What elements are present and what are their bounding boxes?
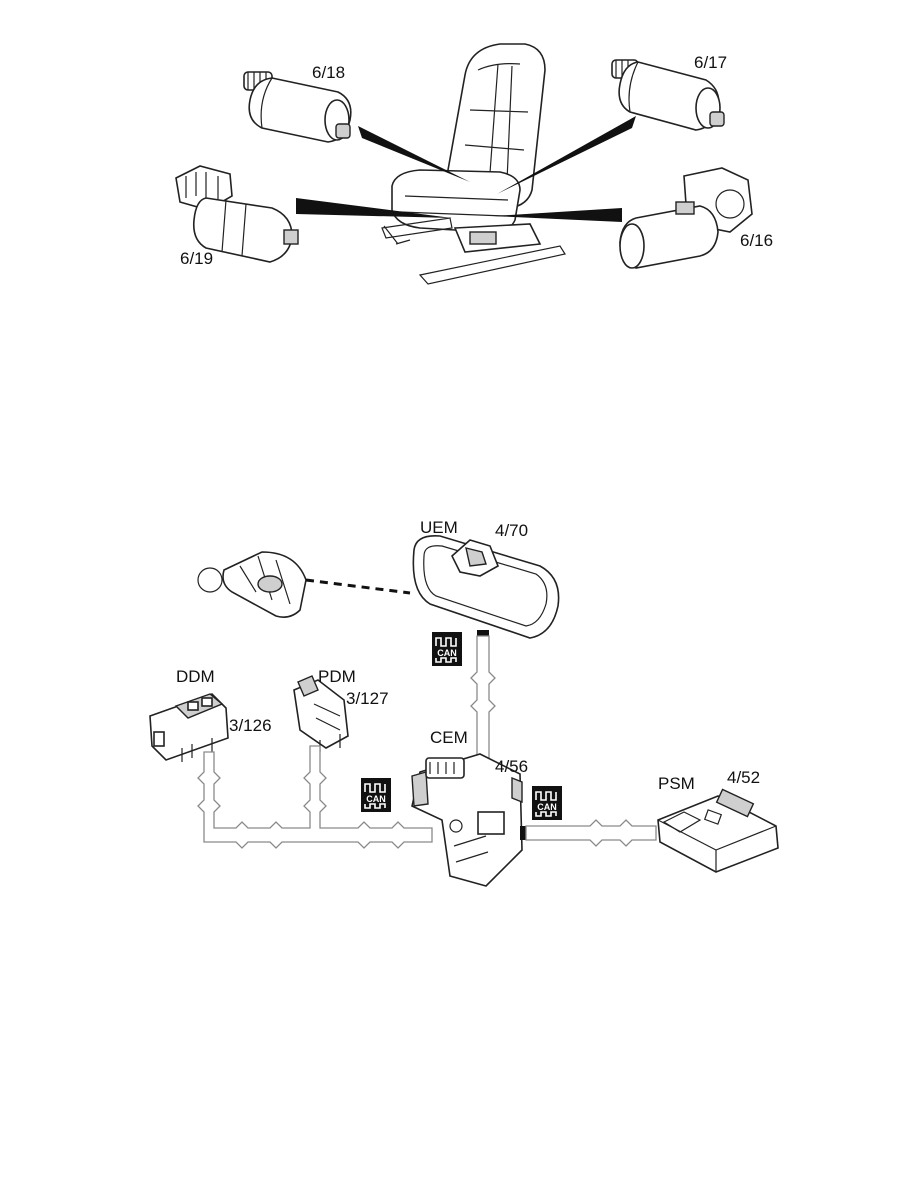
cem-module-image xyxy=(411,753,523,887)
motor-6-17-image xyxy=(611,59,725,131)
pdm-code: 3/127 xyxy=(346,689,389,708)
motor-6-18-label: 6/18 xyxy=(312,63,345,82)
psm-name: PSM xyxy=(658,774,695,793)
cem-name: CEM xyxy=(430,728,468,747)
ddm-name: DDM xyxy=(176,667,215,686)
cem-code: 4/56 xyxy=(495,757,528,776)
uem-name: UEM xyxy=(420,518,458,537)
can-badge-uem: CAN xyxy=(432,632,462,666)
ddm-code: 3/126 xyxy=(229,716,272,735)
power-seat xyxy=(381,43,566,285)
psm-code: 4/52 xyxy=(727,768,760,787)
motor-6-17-label: 6/17 xyxy=(694,53,727,72)
can-bus-uem-cem xyxy=(470,630,496,763)
pdm-name: PDM xyxy=(318,667,356,686)
can-badge-psm: CAN xyxy=(532,786,562,820)
remote-key-fob xyxy=(197,551,307,618)
can-badge-door-network: CAN xyxy=(361,778,391,812)
uem-code: 4/70 xyxy=(495,521,528,540)
motor-6-16-label: 6/16 xyxy=(740,231,773,250)
motor-6-19-image xyxy=(175,165,299,263)
motor-6-18-image xyxy=(243,71,352,143)
can-bus-door-network xyxy=(197,745,433,849)
can-bus-cem-psm xyxy=(520,819,657,847)
pointer-6-18 xyxy=(358,126,470,182)
svg-text:CAN: CAN xyxy=(537,802,557,812)
svg-text:CAN: CAN xyxy=(437,648,457,658)
pdm-module-image xyxy=(293,675,349,752)
psm-module-image xyxy=(657,788,779,873)
pointer-6-17 xyxy=(497,116,636,194)
pointer-6-16 xyxy=(493,208,622,222)
uem-module-image xyxy=(412,534,560,639)
ddm-module-image xyxy=(149,693,229,762)
wireless-link xyxy=(305,578,411,595)
motor-6-19-label: 6/19 xyxy=(180,249,213,268)
svg-text:CAN: CAN xyxy=(366,794,386,804)
motor-6-16-image xyxy=(619,167,753,269)
pointer-6-19 xyxy=(296,198,452,218)
